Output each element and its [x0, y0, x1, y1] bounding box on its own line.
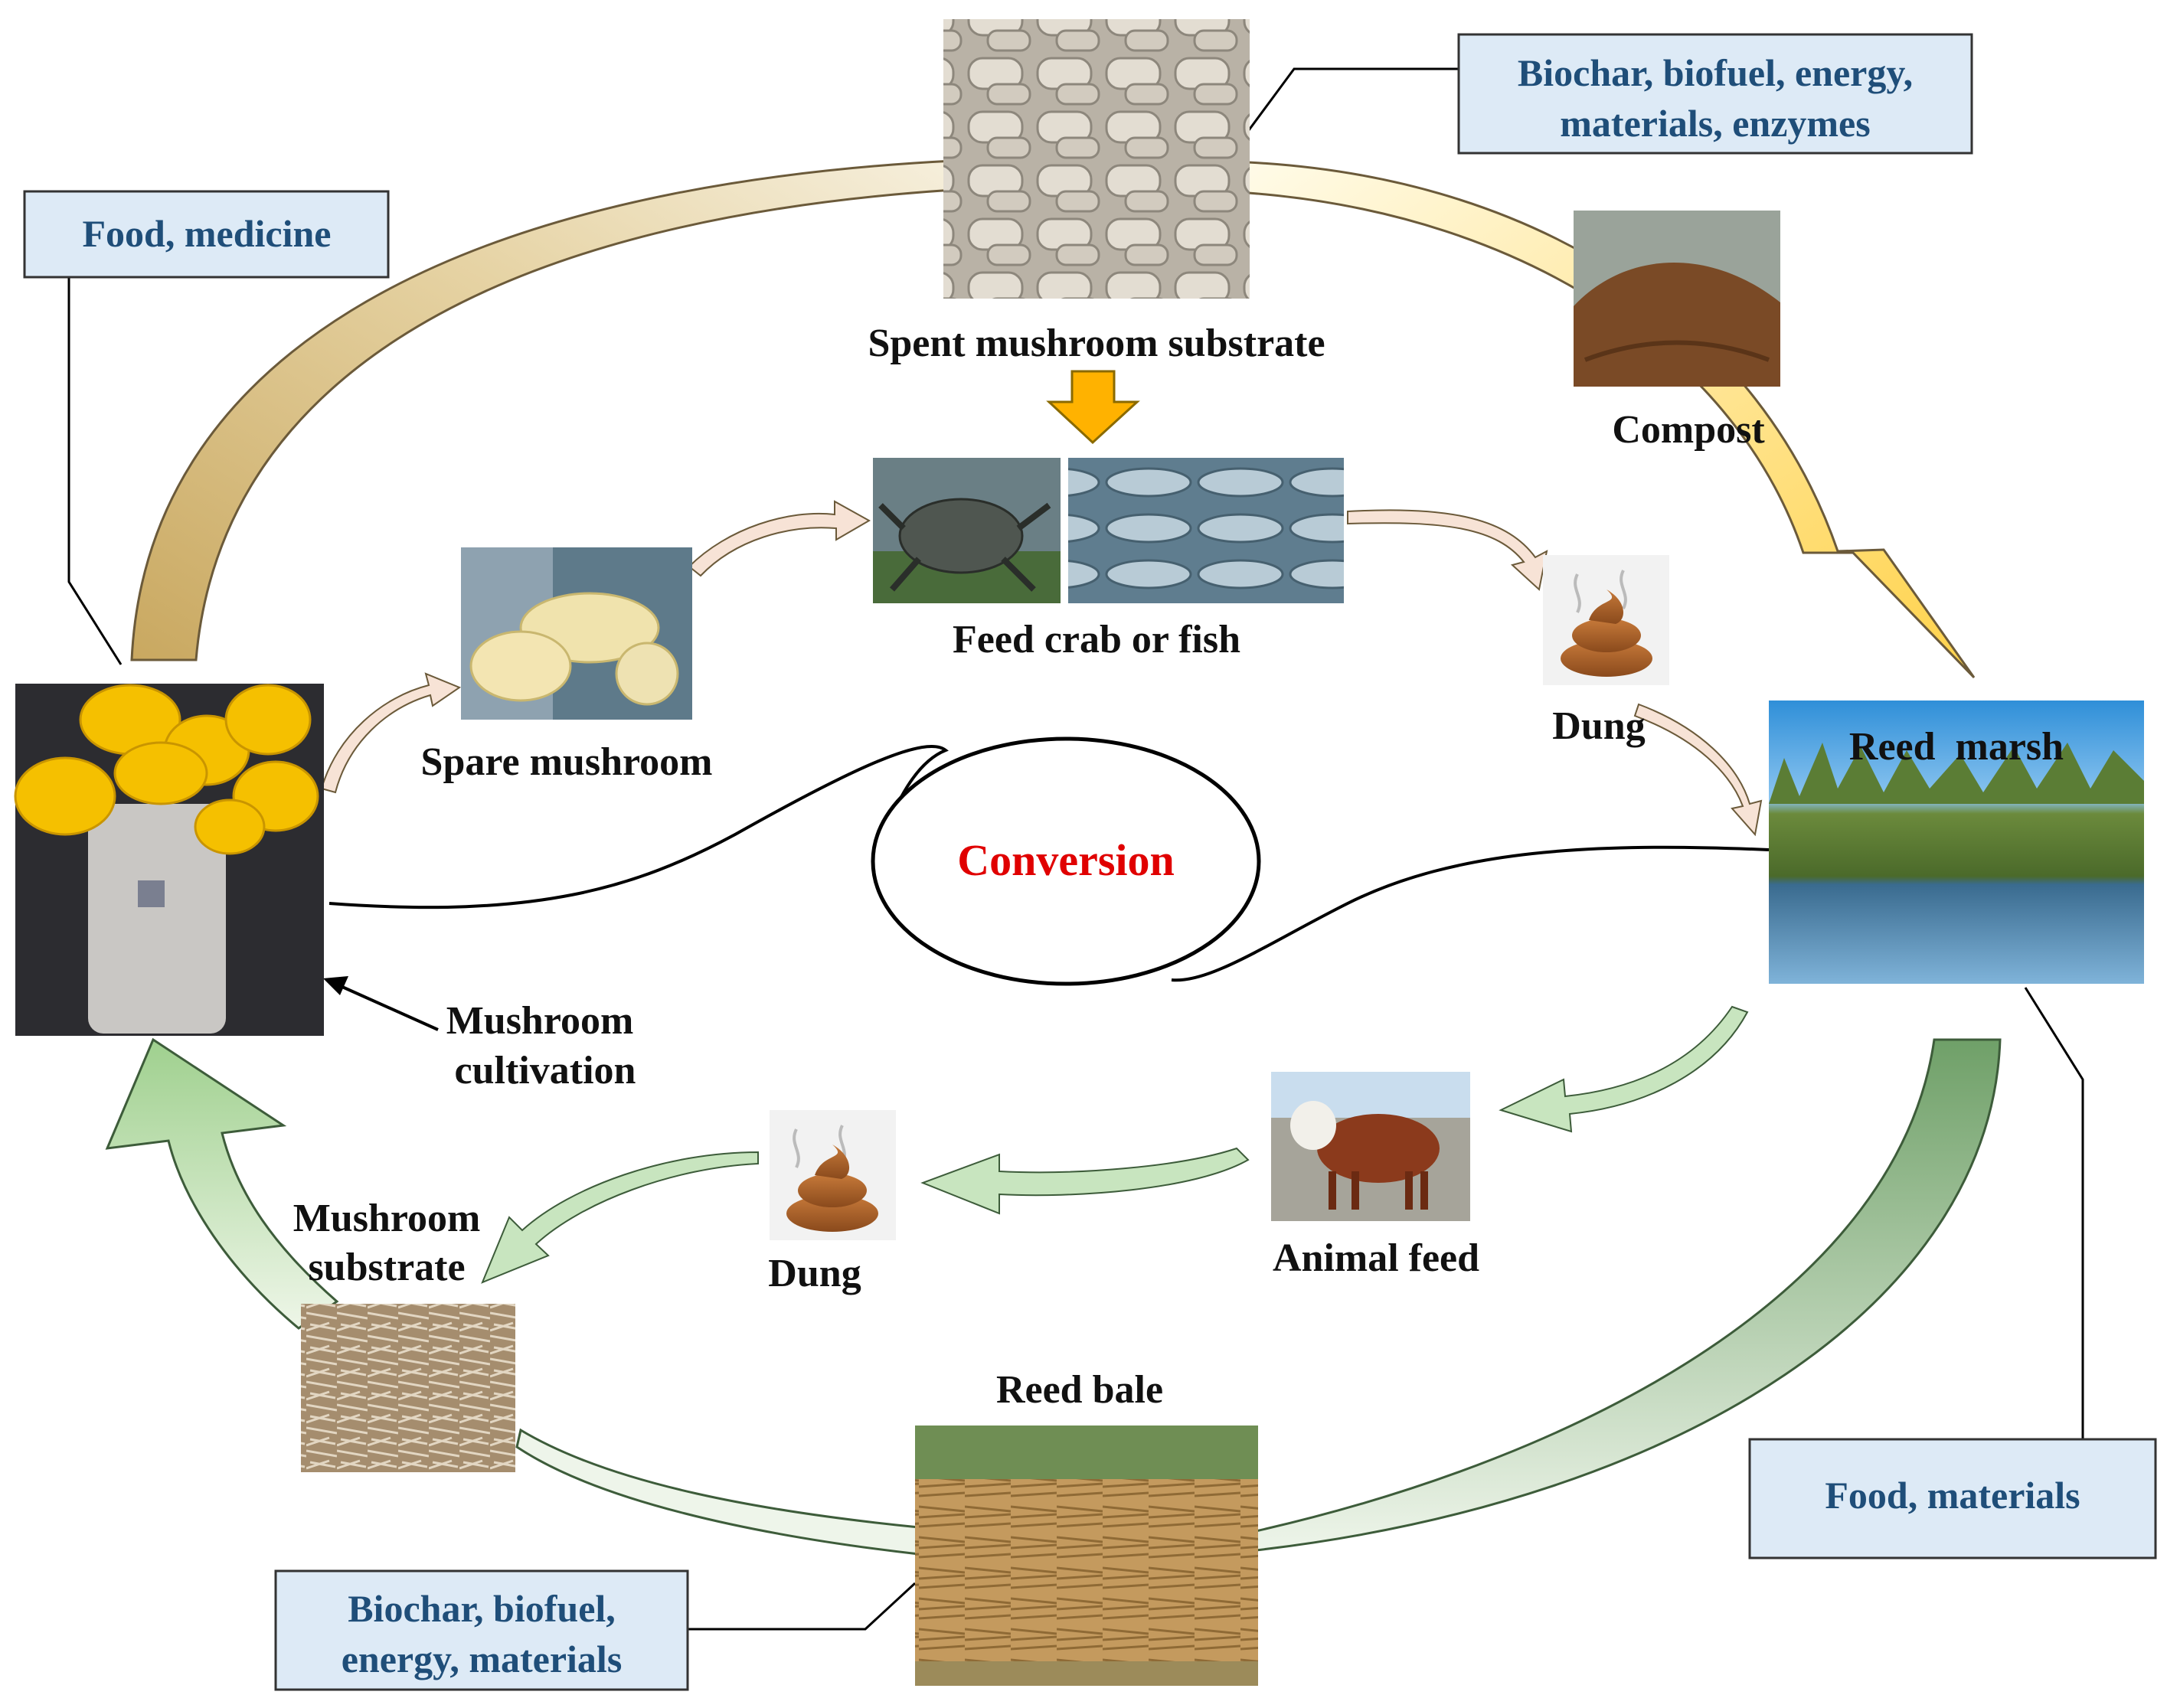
arrow-substrate-to-reed-marsh: [1247, 161, 1976, 679]
reed-bale-image: [915, 1426, 1258, 1686]
label-animal-feed: Animal feed: [1273, 1236, 1479, 1280]
label-mushroom-cultivation-2: cultivation: [455, 1049, 636, 1092]
dung-bottom-icon: [770, 1110, 896, 1240]
label-reed-marsh: Reed marsh: [1849, 725, 2064, 769]
arrow-substrate-to-mushroom: [105, 1037, 339, 1330]
label-feed: Feed crab or fish: [953, 618, 1240, 661]
label-mushroom-substrate-1: Mushroom: [293, 1197, 481, 1240]
spare-mushroom-image: [461, 547, 692, 720]
box-biochar-top-line2: materials, enzymes: [1560, 102, 1870, 145]
conversion-flow-line: [328, 744, 949, 910]
arrow-feed-to-dung: [1347, 509, 1548, 591]
box-food-medicine: Food, medicine: [23, 190, 390, 279]
box-food-medicine-text: Food, medicine: [83, 212, 332, 255]
arrow-reed-marsh-to-animal-feed: [1499, 1005, 1749, 1133]
arrow-mushroom-to-spare: [320, 672, 462, 794]
connector-top-left: [67, 277, 123, 665]
label-spent-substrate: Spent mushroom substrate: [868, 322, 1325, 365]
label-mushroom-cultivation-1: Mushroom: [446, 999, 634, 1043]
conversion-label: Conversion: [957, 835, 1175, 885]
compost-image: [1574, 211, 1780, 387]
label-compost: Compost: [1612, 408, 1765, 452]
mushroom-image: [14, 684, 324, 1036]
arrow-dung-to-mushroom-substrate: [481, 1151, 759, 1284]
animal-feed-image: [1271, 1072, 1470, 1221]
fish-image: [1068, 458, 1344, 603]
box-food-materials-text: Food, materials: [1825, 1474, 2080, 1517]
reed-marsh-image: [1769, 701, 2144, 984]
mushroom-substrate-image: [301, 1304, 515, 1472]
conversion-flow-line-2: [1171, 845, 1770, 982]
label-spare-mushroom: Spare mushroom: [421, 740, 713, 784]
arrow-reed-bale-to-substrate: [515, 1428, 920, 1556]
label-dung-top: Dung: [1552, 704, 1645, 748]
arrow-cultivation: [335, 982, 439, 1031]
crab-image: [873, 458, 1061, 603]
box-biochar-top: Biochar, biofuel, energy, materials, enz…: [1457, 33, 1973, 155]
arrowhead-icon: [323, 976, 348, 995]
label-mushroom-substrate-2: substrate: [308, 1246, 465, 1289]
label-dung-bottom: Dung: [768, 1252, 861, 1295]
label-reed-bale: Reed bale: [996, 1368, 1163, 1412]
spent-substrate-image: [943, 19, 1250, 299]
conversion-circle: [871, 736, 1261, 986]
dung-top-icon: [1543, 555, 1669, 685]
arrow-spare-to-feed: [688, 500, 871, 577]
box-biochar-bottom-line2: energy, materials: [342, 1638, 623, 1680]
box-food-materials: Food, materials: [1748, 1438, 2157, 1559]
arrow-animal-feed-to-dung: [920, 1147, 1250, 1215]
connector-top-right: [1243, 67, 1459, 137]
connector-bottom-left: [688, 1582, 917, 1631]
box-biochar-top-line1: Biochar, biofuel, energy,: [1518, 51, 1913, 94]
box-biochar-bottom-line1: Biochar, biofuel,: [348, 1587, 616, 1630]
box-biochar-bottom: Biochar, biofuel, energy, materials: [274, 1569, 689, 1691]
down-arrow-icon: [1046, 370, 1140, 445]
arrow-dung-to-reed-marsh: [1633, 703, 1763, 837]
connector-bottom-right: [2024, 987, 2084, 1439]
